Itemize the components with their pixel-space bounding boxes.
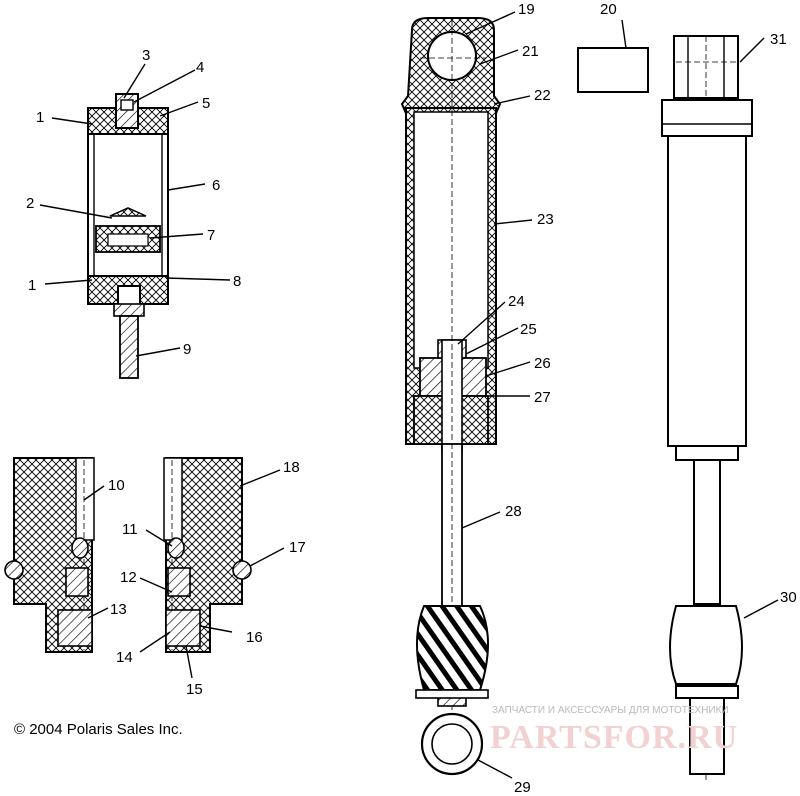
reservoir-body	[87, 107, 169, 305]
callout-30: 30	[780, 589, 797, 606]
assembled-shaft	[693, 459, 721, 605]
mount-half-right	[165, 457, 243, 653]
body-bottom-cap	[675, 445, 739, 461]
bump-stop-plate	[675, 685, 739, 699]
shock-leaders	[457, 11, 533, 779]
assembled-bump-stop	[669, 605, 743, 685]
right-leaders	[621, 19, 779, 619]
callout-19: 19	[518, 1, 535, 18]
bump-stop	[416, 605, 489, 691]
callout-21: 21	[522, 43, 539, 60]
callout-14: 14	[116, 649, 133, 666]
callout-labels: 1 1 2 3 4 5 6 7 8 9 10 11 12 13 14 15 16…	[26, 1, 797, 796]
reservoir-hose	[119, 315, 139, 379]
bottom-clevis	[689, 697, 725, 775]
callout-2: 2	[26, 195, 34, 212]
callout-9: 9	[183, 341, 191, 358]
floating-piston-cap	[109, 207, 147, 217]
body-cylinder	[667, 135, 747, 447]
callout-3: 3	[142, 47, 150, 64]
sleeve-right	[165, 609, 201, 647]
callout-1a: 1	[36, 109, 44, 126]
copyright-notice: © 2004 Polaris Sales Inc.	[14, 721, 183, 738]
callout-31: 31	[770, 31, 787, 48]
callout-26: 26	[534, 355, 551, 372]
valve-stem	[115, 93, 139, 129]
watermark-brand: PARTSFOR.RU	[490, 719, 738, 756]
callout-11: 11	[122, 521, 138, 538]
callout-7: 7	[207, 227, 215, 244]
callout-23: 23	[537, 211, 554, 228]
reservoir-assembly	[87, 93, 169, 379]
seal-right	[167, 537, 185, 559]
callout-22: 22	[534, 87, 551, 104]
o-ring-left	[4, 560, 24, 580]
callout-13: 13	[110, 601, 127, 618]
callout-15: 15	[186, 681, 203, 698]
assembled-shock	[577, 35, 753, 780]
reservoir-leaders	[39, 63, 231, 357]
spacer-block	[577, 47, 649, 93]
callout-1b: 1	[28, 277, 36, 294]
callout-28: 28	[505, 503, 522, 520]
floating-piston	[95, 225, 161, 253]
o-ring-right	[232, 560, 252, 580]
sleeve-left	[57, 609, 93, 647]
retainer-right	[167, 567, 191, 597]
seal-left	[71, 537, 89, 559]
body-top-cap	[661, 99, 753, 137]
callout-16: 16	[246, 629, 263, 646]
callout-5: 5	[202, 95, 210, 112]
callout-17: 17	[289, 539, 306, 556]
callout-18: 18	[283, 459, 300, 476]
callout-6: 6	[212, 177, 220, 194]
callout-29: 29	[514, 779, 531, 796]
callout-10: 10	[108, 477, 125, 494]
callout-20: 20	[600, 1, 617, 18]
callout-27: 27	[534, 389, 551, 406]
callout-24: 24	[508, 293, 525, 310]
callout-25: 25	[520, 321, 537, 338]
bushing-cross-section	[4, 457, 252, 653]
bushing-leaders	[83, 469, 285, 679]
shock-body-assembly	[400, 17, 502, 776]
callout-12: 12	[120, 569, 137, 586]
watermark-tagline: ЗАПЧАСТИ И АКСЕССУАРЫ ДЛЯ МОТОТЕХНИКИ	[492, 705, 729, 716]
callout-4: 4	[196, 59, 204, 76]
retainer-left	[65, 567, 89, 597]
callout-8: 8	[233, 273, 241, 290]
